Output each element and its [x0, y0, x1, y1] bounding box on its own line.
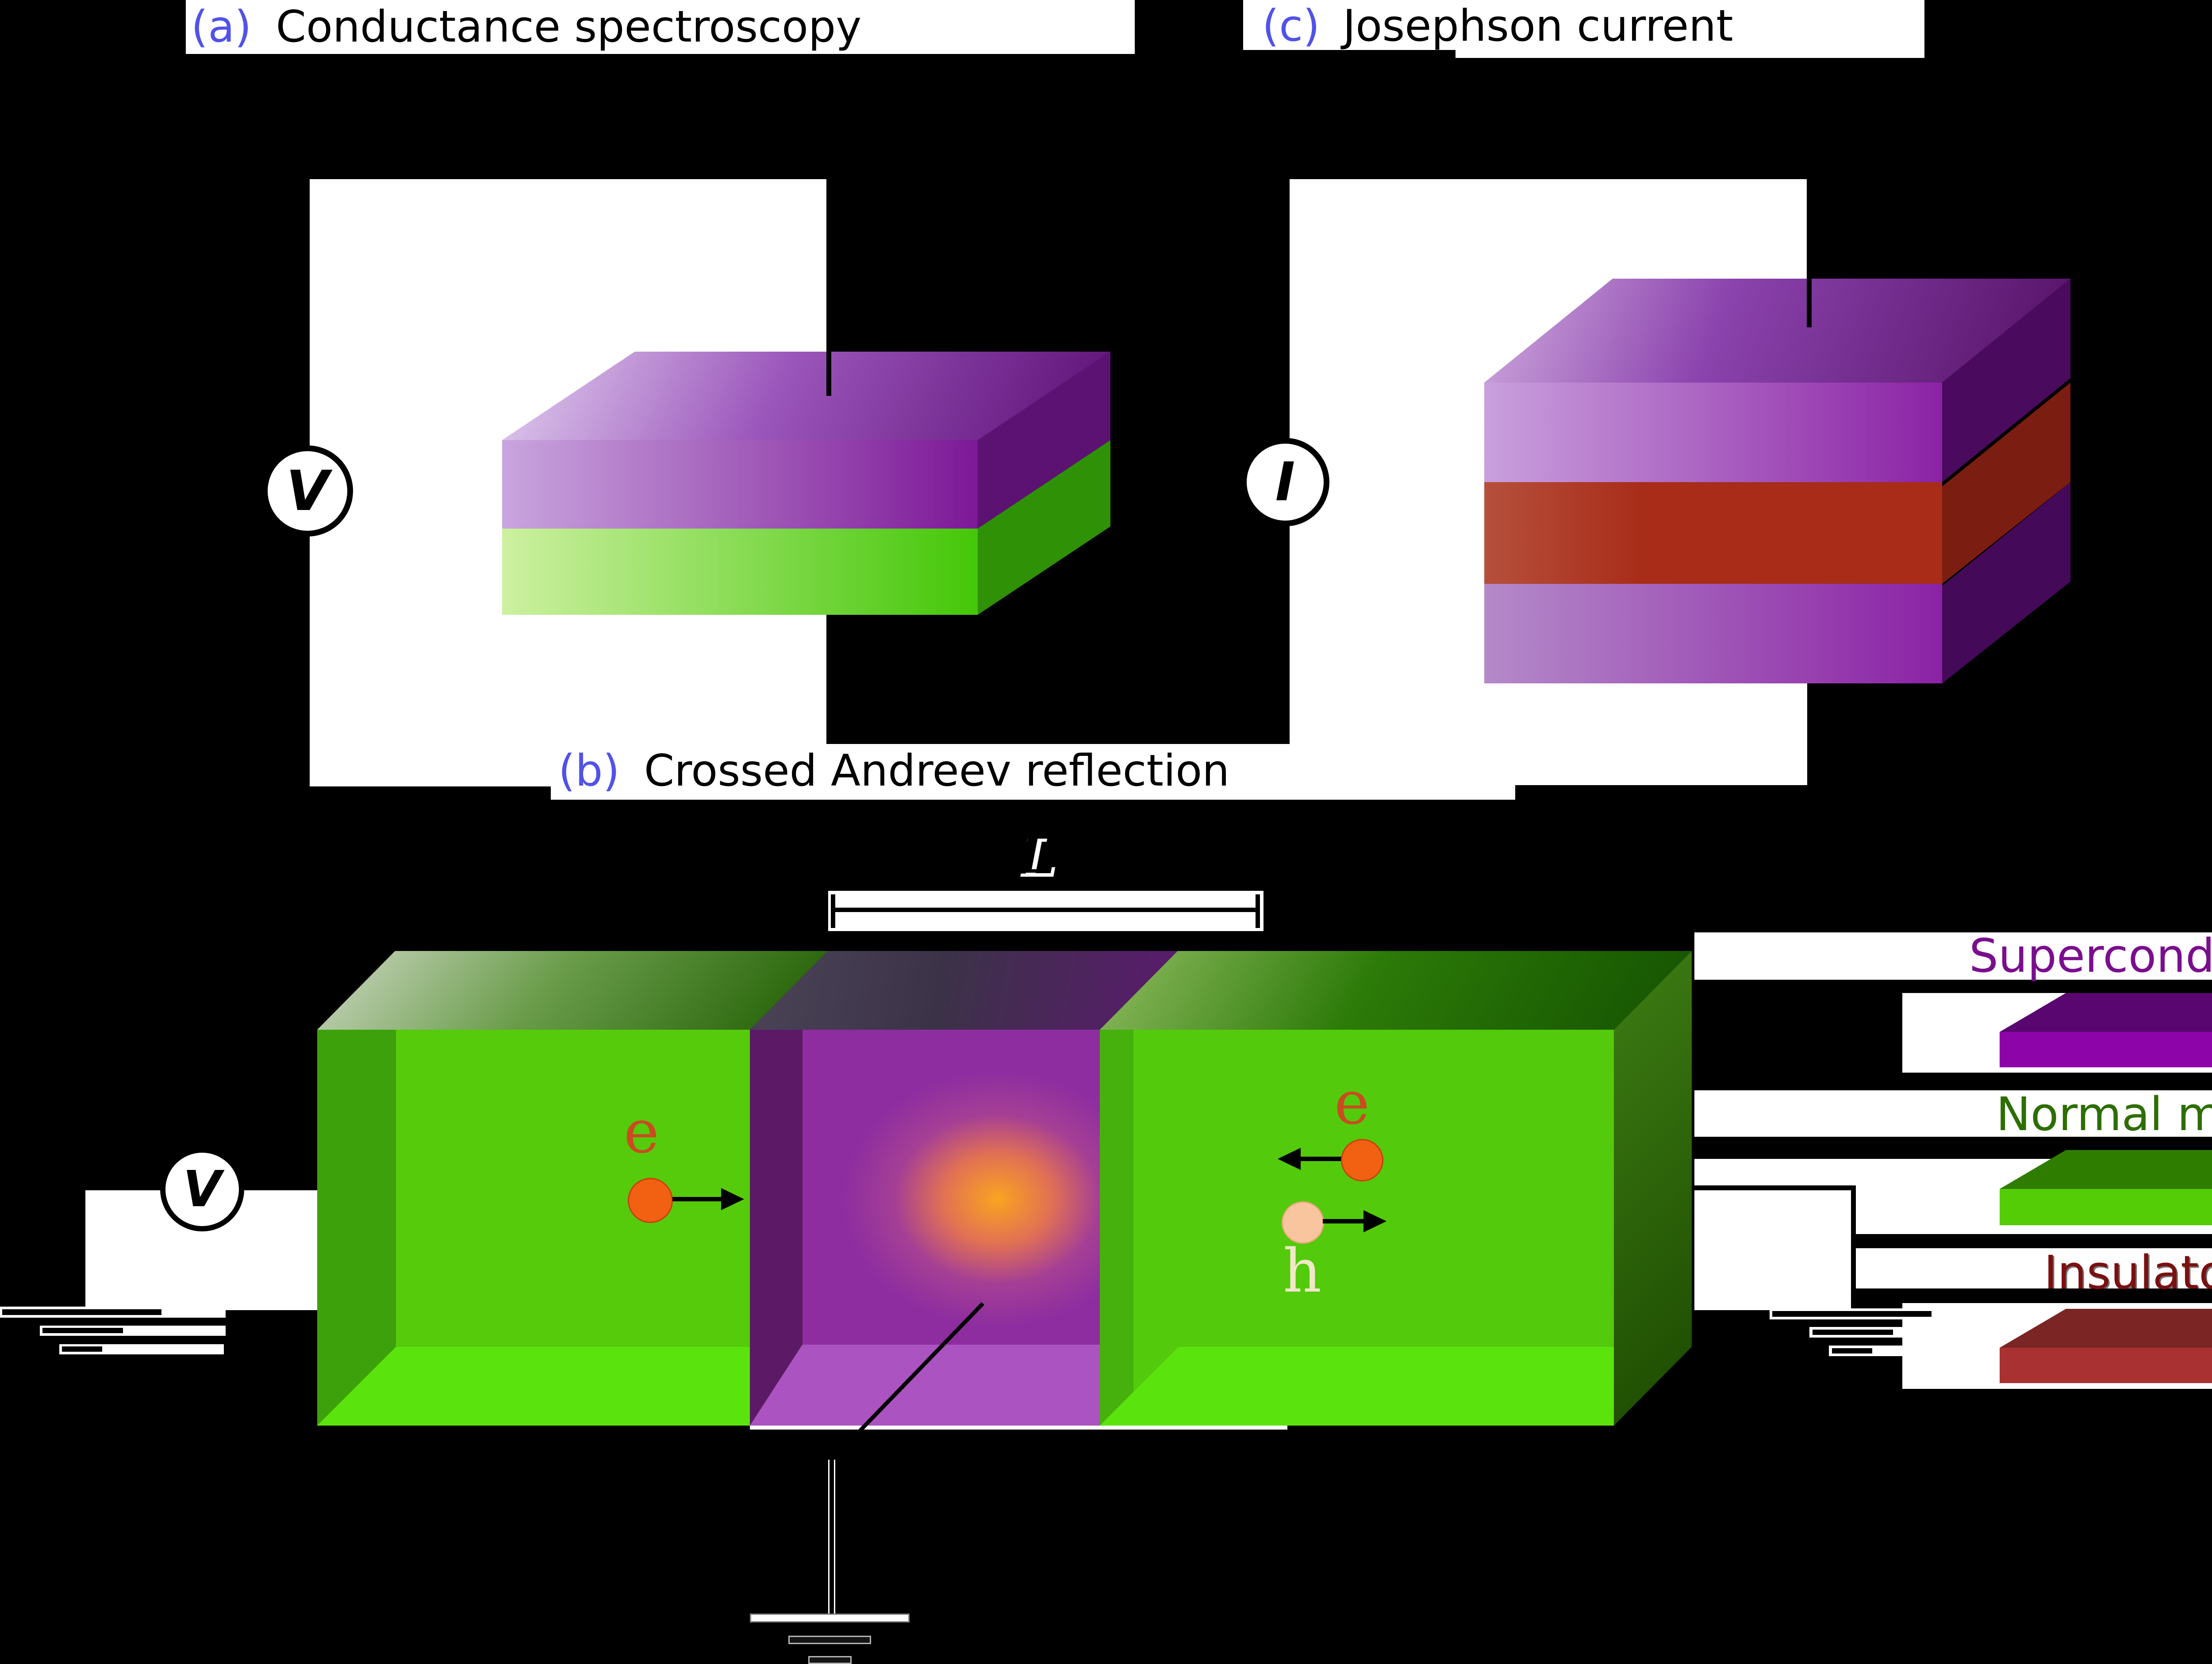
- panel-a-normal-metal-front-face: [502, 529, 978, 615]
- structure-right-side-face: [1614, 951, 1692, 1426]
- length-bracket-line: [833, 908, 1258, 912]
- structure-left-block-bottom-bevel: [317, 1347, 750, 1426]
- panel-c-title-underline: [1455, 50, 1924, 58]
- panel-c-ammeter: I: [1241, 438, 1329, 526]
- panel-c-ammeter-label: I: [1275, 451, 1295, 513]
- bottom-ground-line-long: [750, 1614, 910, 1622]
- legend-strip-superconductor-label: [1694, 932, 2212, 980]
- panel-c-title-strip: [1243, 0, 1924, 50]
- hole: [1282, 1201, 1324, 1244]
- panel-a-tag: (a): [191, 2, 252, 52]
- panel-b-right-horizontal-wire: [1619, 1185, 1856, 1190]
- electron-left-arrow-head: [721, 1188, 744, 1210]
- structure-right-block-bottom-bevel: [1100, 1347, 1614, 1426]
- legend-normal-metal-slab-front: [2000, 1189, 2212, 1225]
- panel-b-title-strip: [551, 744, 1515, 800]
- panel-a-voltmeter-label: V: [286, 459, 329, 523]
- length-bracket-end-right: [1256, 894, 1260, 928]
- structure-right-block-left-shade: [1100, 1030, 1133, 1426]
- bottom-ground-line-short: [808, 1656, 852, 1664]
- electron-right-arrow-shaft: [1297, 1157, 1341, 1161]
- electron-left-label: e: [624, 1097, 659, 1166]
- panel-c-title: (c) Josephson current: [1262, 1, 1733, 51]
- panel-b-right-circuit-bg: [1694, 1188, 1855, 1310]
- hole-arrow-shaft: [1323, 1219, 1367, 1223]
- legend-superconductor-slab-front: [2000, 1032, 2212, 1067]
- left-ground-line-long: [2, 1309, 161, 1315]
- left-ground-line-short: [62, 1346, 102, 1352]
- left-ground-line-medium: [42, 1328, 123, 1333]
- structure-superconductor-front-face: [750, 1030, 1100, 1426]
- bottom-ground-line-medium: [788, 1636, 871, 1644]
- length-L-label: L: [1018, 824, 1054, 885]
- legend-normal-metal-label: Normal metal: [1996, 1087, 2212, 1141]
- panel-c-top-wire: [1807, 175, 1812, 327]
- hole-arrow-head: [1363, 1210, 1386, 1232]
- legend-superconductor-label: Superconductor: [1969, 929, 2212, 983]
- electron-right: [1341, 1139, 1383, 1181]
- structure-bottom-white-line: [750, 1426, 1287, 1430]
- panel-b-right-vertical-wire: [1851, 1185, 1856, 1314]
- panel-b-voltmeter-label: V: [183, 1161, 222, 1218]
- panel-c-superconductor-bottom-front-face: [1484, 584, 1942, 683]
- electron-right-arrow-head: [1278, 1148, 1301, 1170]
- panel-a-title-text: Conductance spectroscopy: [276, 2, 862, 52]
- cooper-pair-glow: [842, 1071, 1100, 1327]
- panel-c-tag: (c): [1262, 1, 1320, 51]
- panel-a-superconductor-front-face: [502, 440, 978, 529]
- structure-right-block-top-face: [1100, 951, 1692, 1030]
- electron-left: [628, 1178, 673, 1223]
- superconductor-ground-vertical-wire: [828, 1460, 835, 1617]
- panel-b-left-vertical-wire: [81, 1185, 85, 1311]
- legend-strip-normal-metal-label: [1694, 1090, 2212, 1137]
- structure-left-block-left-shade: [317, 1030, 396, 1426]
- panel-b-voltmeter: V: [160, 1147, 244, 1231]
- structure-left-block-top-face: [317, 951, 828, 1030]
- electron-left-arrow-shaft: [672, 1197, 725, 1201]
- panel-a-title: (a) Conductance spectroscopy: [191, 2, 861, 52]
- panel-a-top-wire: [826, 175, 831, 396]
- length-bracket-end-left: [831, 894, 835, 928]
- panel-b-tag: (b): [558, 746, 620, 796]
- right-ground-line-medium: [1813, 1330, 1893, 1335]
- panel-b-title-text: Crossed Andreev reflection: [644, 746, 1230, 796]
- electron-right-label: e: [1334, 1068, 1370, 1138]
- panel-c-title-text: Josephson current: [1343, 1, 1733, 51]
- structure-superconductor-bottom-bevel: [750, 1345, 1100, 1426]
- legend-insulator-slab-front: [2000, 1348, 2212, 1383]
- structure-middle-block-top-face: [750, 951, 1178, 1030]
- hole-label: h: [1283, 1236, 1321, 1306]
- right-ground-line-long: [1772, 1311, 1932, 1317]
- panel-c-insulator-front-face: [1484, 482, 1942, 584]
- legend-insulator-label: Insulator: [2044, 1246, 2212, 1300]
- panel-a-title-strip: [186, 0, 1135, 54]
- panel-b-title: (b) Crossed Andreev reflection: [558, 746, 1229, 796]
- panel-c-superconductor-top-front-face: [1484, 383, 1942, 482]
- panel-a-voltmeter: V: [262, 445, 353, 537]
- right-ground-line-short: [1832, 1348, 1872, 1353]
